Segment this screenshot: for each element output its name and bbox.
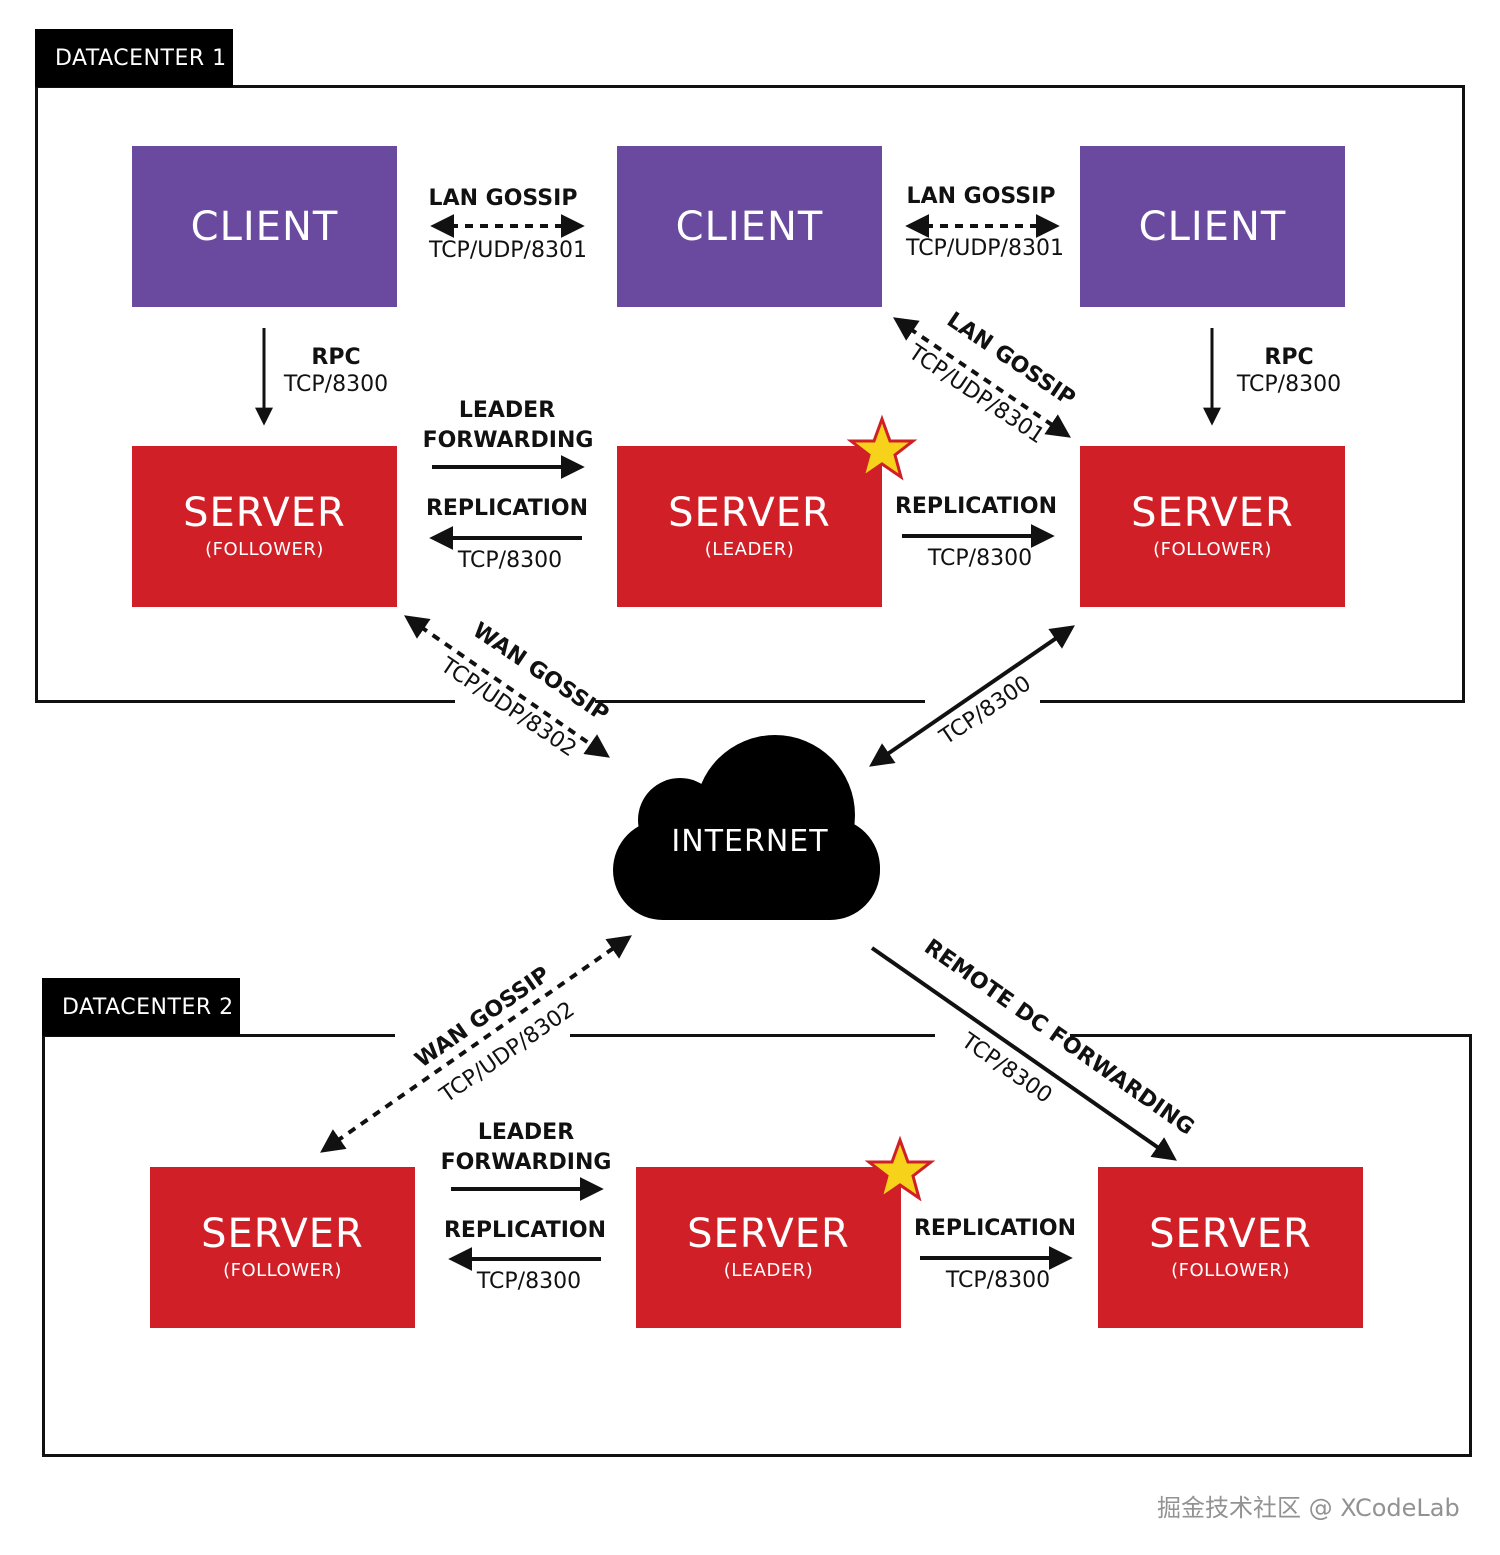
leader-forwarding-label-line1: LEADER <box>458 398 556 423</box>
replication-port-label: TCP/8300 <box>927 546 1033 571</box>
dc1-server-leader: SERVER (LEADER) <box>617 446 882 607</box>
rpc-label: RPC <box>1264 345 1314 370</box>
dc1-server-follower-2: SERVER (FOLLOWER) <box>1080 446 1345 607</box>
client-node-label: CLIENT <box>190 203 339 250</box>
wan-gossip-arrow-dc1 <box>404 615 610 758</box>
server-role-label: (FOLLOWER) <box>223 1260 342 1281</box>
client-node-1: CLIENT <box>132 146 397 307</box>
dc2-server-leader: SERVER (LEADER) <box>636 1167 901 1328</box>
lan-gossip-label: LAN GOSSIP <box>906 184 1056 209</box>
rpc-port-label: TCP/8300 <box>1236 372 1342 397</box>
dc2-server-follower-1: SERVER (FOLLOWER) <box>150 1167 415 1328</box>
replication-label: REPLICATION <box>894 494 1058 519</box>
server-node-label: SERVER <box>1149 1211 1312 1257</box>
server-node-label: SERVER <box>1131 490 1294 536</box>
leader-forwarding-label-line2: FORWARDING <box>422 428 594 453</box>
internet-label: INTERNET <box>671 824 829 859</box>
lan-gossip-port-label: TCP/UDP/8301 <box>906 236 1064 261</box>
replication-port-label: TCP/8300 <box>476 1269 582 1294</box>
server-role-label: (LEADER) <box>704 539 795 560</box>
leader-forwarding-label-line2: FORWARDING <box>440 1150 612 1175</box>
datacenter-1-label: DATACENTER 1 <box>35 29 233 87</box>
replication-label: REPLICATION <box>443 1218 607 1243</box>
server-role-label: (FOLLOWER) <box>1153 539 1272 560</box>
replication-label: REPLICATION <box>913 1216 1077 1241</box>
dc2-server-follower-2: SERVER (FOLLOWER) <box>1098 1167 1363 1328</box>
frame-gap <box>935 1030 1070 1040</box>
lan-gossip-label: LAN GOSSIP <box>428 186 578 211</box>
replication-port-label: TCP/8300 <box>945 1268 1051 1293</box>
server-node-label: SERVER <box>183 490 346 536</box>
client-node-3: CLIENT <box>1080 146 1345 307</box>
client-node-label: CLIENT <box>675 203 824 250</box>
replication-port-label: TCP/8300 <box>457 548 563 573</box>
replication-label: REPLICATION <box>425 496 589 521</box>
lan-gossip-diagonal-arrow <box>893 317 1071 438</box>
server-role-label: (FOLLOWER) <box>1171 1260 1290 1281</box>
rpc-port-label: TCP/8300 <box>283 372 389 397</box>
internet-cloud-icon <box>613 735 880 920</box>
datacenter-2-frame <box>42 1034 1472 1457</box>
leader-forwarding-label-line1: LEADER <box>477 1120 575 1145</box>
tcp-8300-internet-arrow <box>869 625 1075 767</box>
server-role-label: (FOLLOWER) <box>205 539 324 560</box>
client-node-label: CLIENT <box>1138 203 1287 250</box>
server-node-label: SERVER <box>687 1211 850 1257</box>
watermark: 掘金技术社区 @ XCodeLab <box>1157 1494 1460 1522</box>
dc1-server-follower-1: SERVER (FOLLOWER) <box>132 446 397 607</box>
server-node-label: SERVER <box>668 490 831 536</box>
client-node-2: CLIENT <box>617 146 882 307</box>
rpc-label: RPC <box>311 345 361 370</box>
wan-gossip-arrow-dc2 <box>320 935 632 1153</box>
server-node-label: SERVER <box>201 1211 364 1257</box>
datacenter-2-label: DATACENTER 2 <box>42 978 240 1036</box>
server-role-label: (LEADER) <box>723 1260 814 1281</box>
datacenter-1-frame <box>35 85 1465 703</box>
remote-dc-forwarding-arrow <box>870 946 1177 1161</box>
lan-gossip-port-label: TCP/UDP/8301 <box>429 238 587 263</box>
